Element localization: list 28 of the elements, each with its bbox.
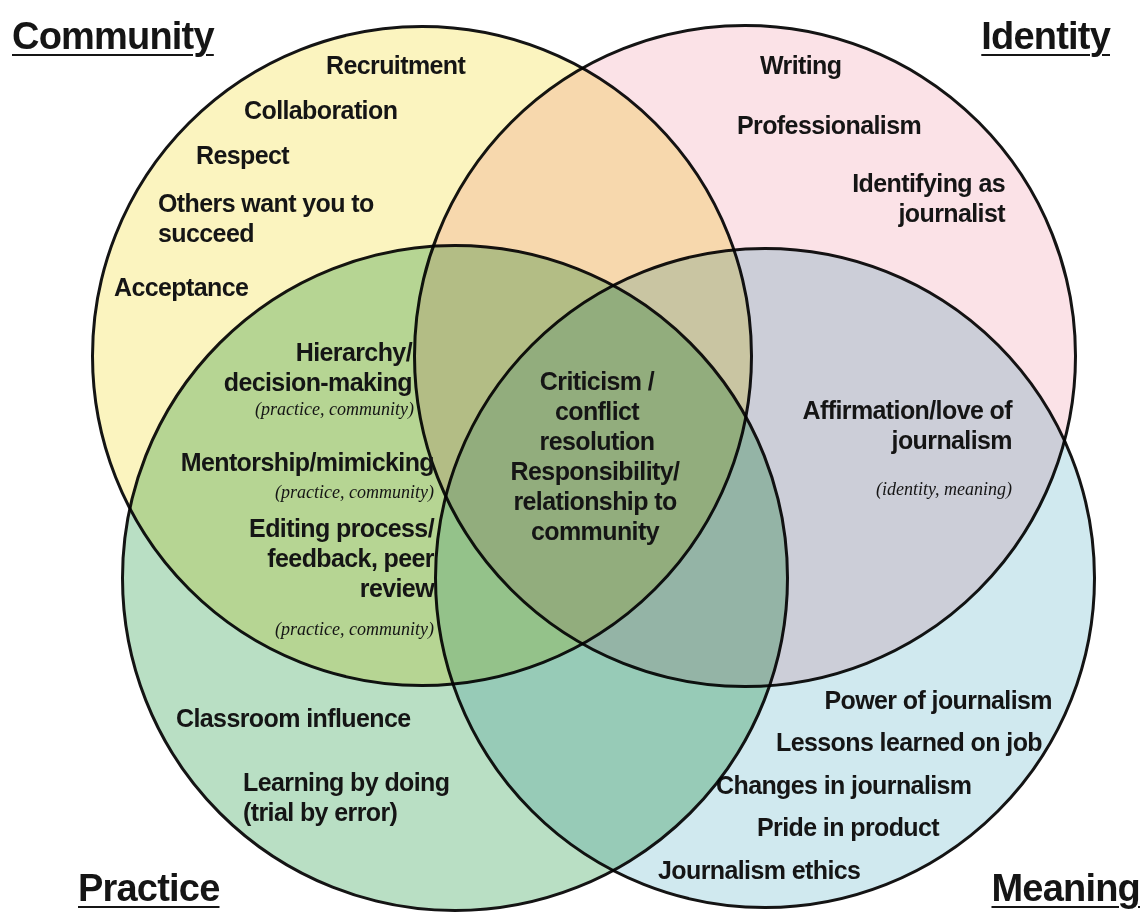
circle-heading: Meaning — [990, 866, 1140, 910]
region-item: Classroom influence — [176, 703, 412, 733]
circle-heading: Community — [12, 14, 216, 58]
region-item: Lessons learned on job — [774, 727, 1042, 757]
overlap-note: (practice, community) — [274, 481, 434, 503]
overlap-item: Editing process/ feedback, peer review — [248, 513, 434, 603]
region-item: Respect — [196, 140, 291, 170]
region-item: Changes in journalism — [716, 770, 973, 800]
region-item: Recruitment — [326, 50, 467, 80]
region-item: Pride in product — [757, 812, 941, 842]
region-item: Collaboration — [244, 95, 399, 125]
region-item: Acceptance — [114, 272, 250, 302]
region-item: Journalism ethics — [658, 855, 862, 885]
overlap-note: (practice, community) — [274, 618, 434, 640]
overlap-item: Responsibility/ relationship to community — [509, 456, 681, 546]
region-item: Professionalism — [737, 110, 923, 140]
overlap-item: Affirmation/love of journalism — [801, 395, 1012, 455]
overlap-note: (practice, community) — [254, 398, 414, 420]
circle-heading: Practice — [78, 866, 221, 910]
circle-heading: Identity — [980, 14, 1110, 58]
overlap-item: Hierarchy/ decision-making — [222, 337, 412, 397]
region-item: Writing — [760, 50, 843, 80]
region-item: Others want you to succeed — [158, 188, 375, 248]
region-item: Identifying as journalist — [851, 168, 1005, 228]
overlap-note: (identity, meaning) — [875, 478, 1012, 500]
region-item: Power of journalism — [823, 685, 1052, 715]
region-item: Learning by doing (trial by error) — [243, 767, 451, 827]
overlap-item: Criticism / conflict resolution — [538, 366, 656, 456]
